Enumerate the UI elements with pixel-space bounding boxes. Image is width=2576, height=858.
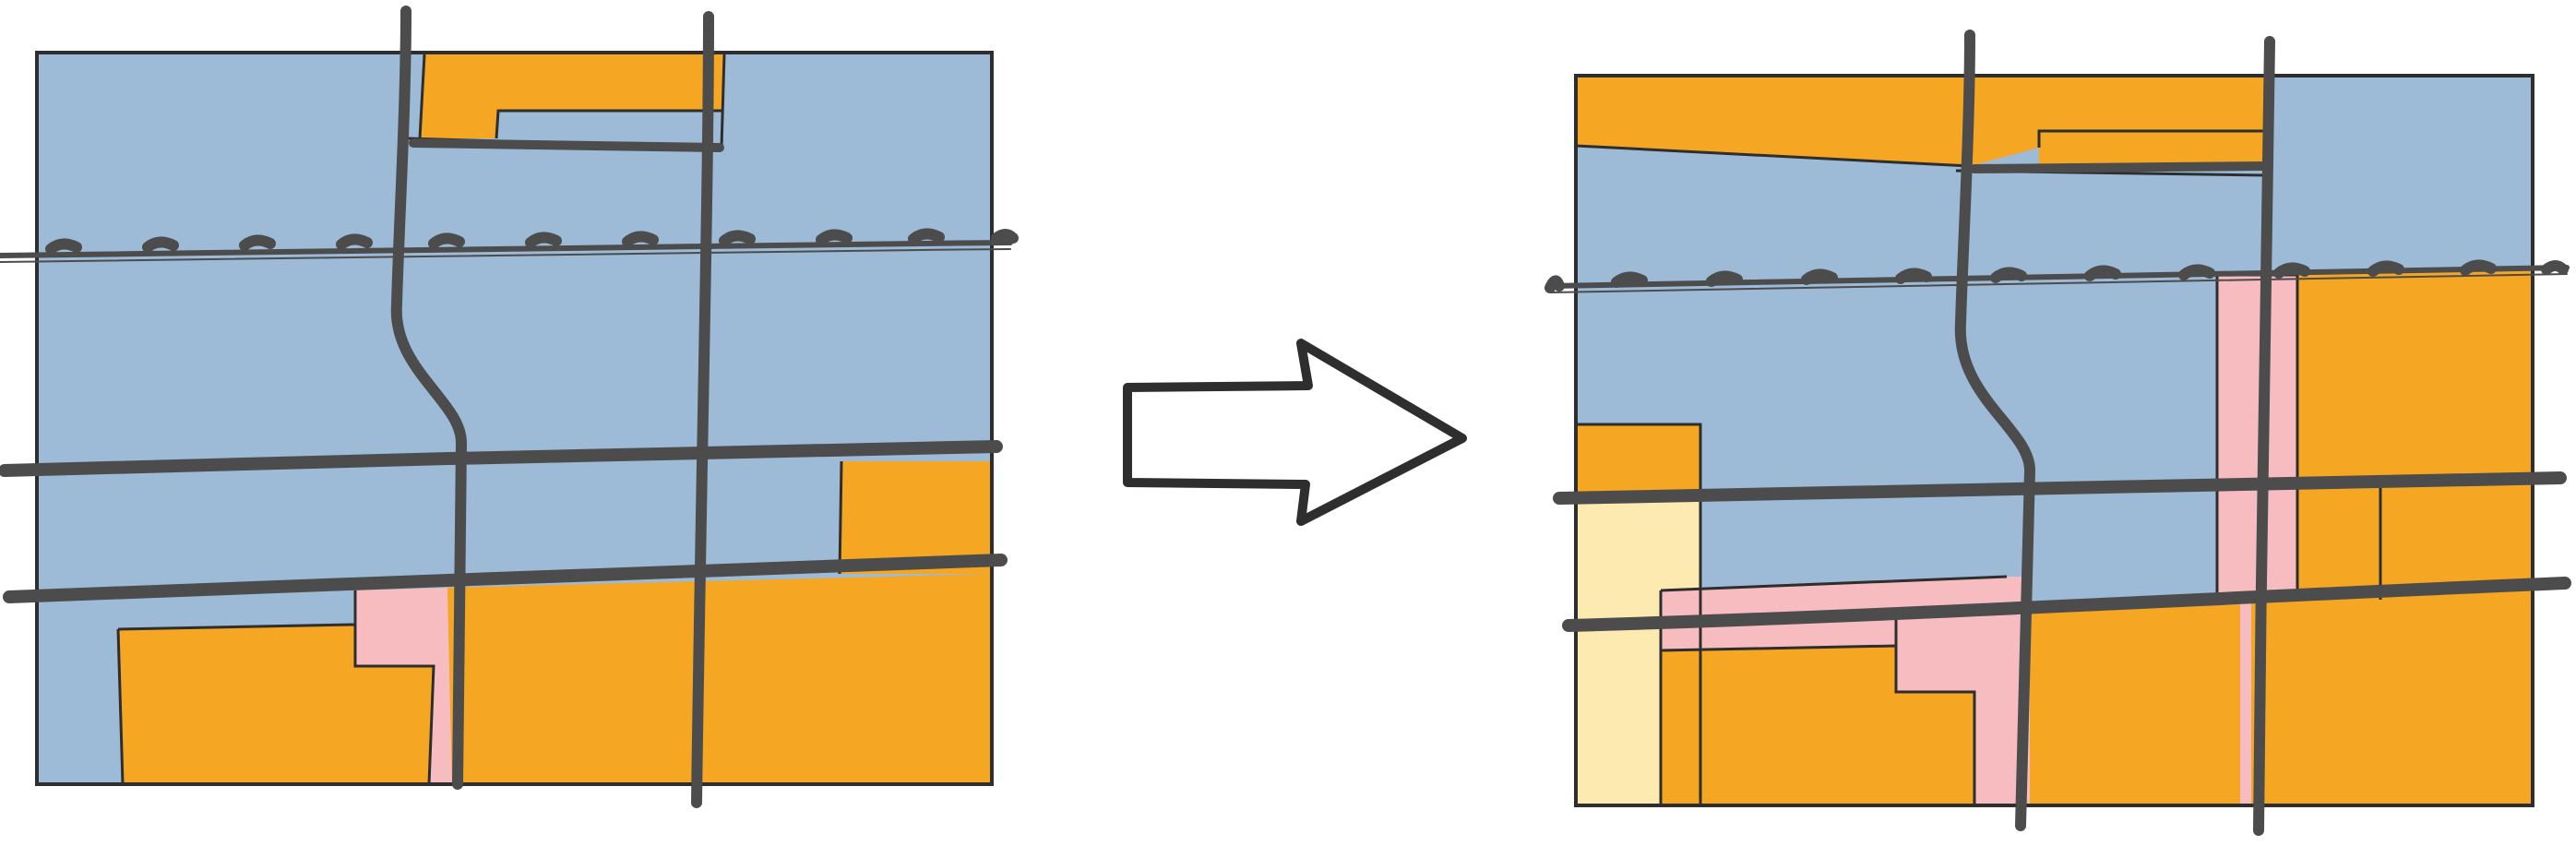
border-line	[1576, 423, 1702, 805]
before-zone-borders	[35, 51, 994, 786]
road-vertical-straight	[691, 11, 714, 808]
zone-orange-right	[2251, 269, 2533, 805]
border-line	[2037, 129, 2265, 148]
zone-pink-strip	[355, 588, 452, 784]
map-frame	[35, 51, 994, 786]
zone-orange-top	[420, 54, 724, 138]
border-line	[418, 54, 426, 139]
road-horizontal-mid	[1553, 471, 2567, 505]
transition-arrow-icon	[1123, 339, 1467, 526]
road-horizontal-low	[1562, 577, 2571, 632]
railway-ties	[1544, 259, 2569, 293]
border-line	[838, 460, 843, 575]
zone-orange-bottom	[2030, 604, 2240, 805]
map-frame	[1574, 74, 2534, 807]
before-roads	[0, 6, 1019, 808]
border-line	[1660, 644, 1976, 805]
road-horizontal-mid	[0, 440, 1003, 477]
border-line	[117, 623, 435, 785]
road-short-top	[409, 138, 724, 152]
border-line	[1575, 144, 1971, 168]
after-roads	[1544, 30, 2571, 836]
border-line	[116, 628, 125, 785]
before-zones	[37, 53, 992, 784]
road-short-top	[1970, 161, 2270, 173]
railway-shadow	[1549, 273, 2568, 293]
zone-orange-left-small	[1576, 424, 1700, 494]
railway-ties	[45, 228, 1019, 255]
border-line	[1660, 575, 2008, 592]
road-vertical-straight	[2253, 36, 2275, 836]
zone-orange-right	[840, 461, 992, 574]
zone-orange-bottom-right	[447, 574, 992, 784]
after-zones	[1576, 76, 2533, 805]
border-line	[720, 54, 726, 149]
road-vertical-curved	[1954, 30, 2035, 831]
before-map	[0, 6, 1019, 808]
railway	[0, 240, 1013, 258]
border-line	[495, 109, 722, 139]
zone-pink-horizontal-strip	[1661, 577, 2007, 805]
road-horizontal-low	[3, 554, 1008, 603]
road-vertical-curved	[390, 6, 467, 790]
railway	[1547, 265, 2570, 289]
after-map	[1544, 30, 2571, 836]
zone-orange-top-band	[1576, 76, 2268, 166]
